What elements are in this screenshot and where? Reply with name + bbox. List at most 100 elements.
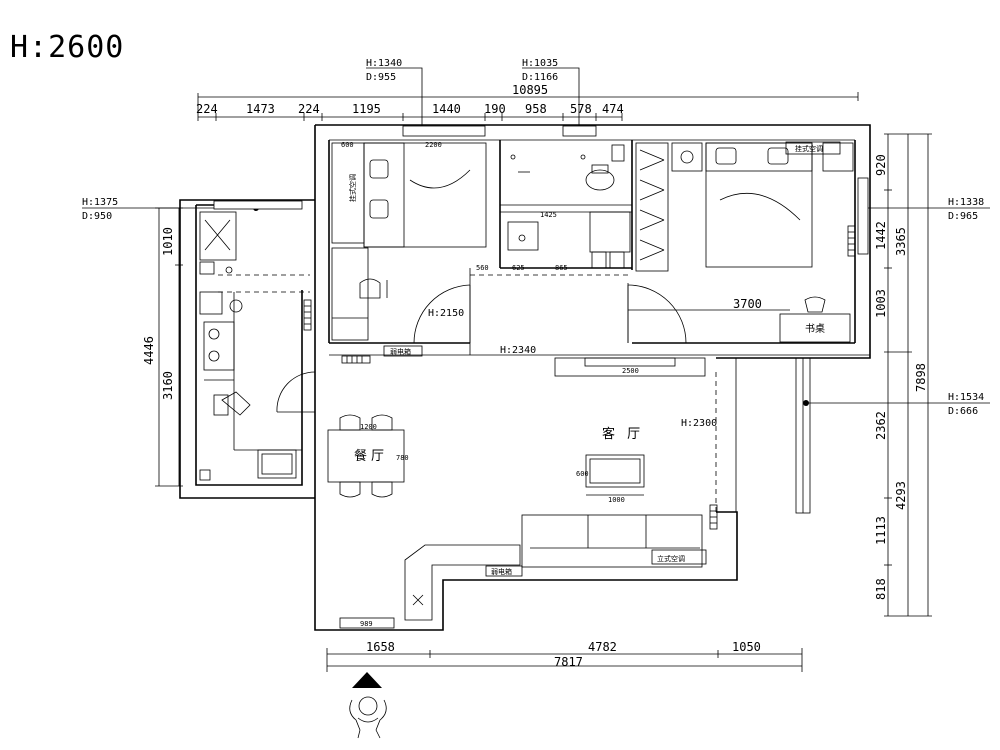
h-corridor-label: H:2340 (500, 345, 536, 356)
chair-icon (359, 278, 381, 299)
left-outer-dim: 4446 (142, 336, 156, 365)
entry-arrow-icon (352, 672, 382, 688)
top-dim-6: 190 (484, 102, 506, 116)
svg-text:H:1338: H:1338 (948, 197, 984, 208)
right-total-dim: 7898 (914, 363, 928, 392)
svg-text:H:1534: H:1534 (948, 392, 984, 403)
media-box-bottom (485, 565, 523, 577)
dining-area (327, 414, 405, 498)
left-dim-1: 1010 (161, 227, 175, 256)
desk-right (779, 313, 851, 343)
living-room (339, 357, 707, 629)
right-lower-dim: 4293 (894, 481, 908, 510)
svg-text:H:1035: H:1035 (522, 58, 558, 69)
doors (276, 284, 687, 413)
dim-600-table-label: 600 (576, 470, 589, 478)
pillow-icon (715, 147, 737, 165)
radiator-kitchen (303, 299, 312, 331)
top-total-dim: 10895 (512, 83, 548, 97)
dim-600-label: 600 (341, 141, 354, 149)
dim-625-label: 625 (512, 264, 525, 272)
svg-text:D:950: D:950 (82, 211, 112, 222)
dim-3700-label: 3700 (733, 297, 762, 311)
radiator-living (709, 504, 718, 530)
top-dim-4: 1195 (352, 102, 381, 116)
media-box-bottom-label: 弱电箱 (491, 567, 512, 576)
ac-unit-living (651, 549, 707, 565)
right-upper-dim: 3365 (894, 227, 908, 256)
top-dim-9: 474 (602, 102, 624, 116)
bottom-dimension-chain (326, 648, 803, 672)
right-dim-4: 2362 (874, 411, 888, 440)
dim-1425-label: 1425 (540, 211, 557, 219)
right-dim-1: 920 (874, 154, 888, 176)
range-hood-icon (221, 391, 251, 416)
tv-cabinet-dim: 2500 (622, 367, 639, 375)
bottom-dim-3: 1050 (732, 640, 761, 654)
top-dim-2: 1473 (246, 102, 275, 116)
desk-left (331, 247, 369, 341)
right-dimension-chain (884, 133, 932, 617)
bottom-total-dim: 7817 (554, 655, 583, 669)
top-dim-3: 224 (298, 102, 320, 116)
svg-text:H:1375: H:1375 (82, 197, 118, 208)
bathroom (500, 144, 632, 269)
dim-1200-label: 1200 (360, 423, 377, 431)
top-dim-5: 1440 (432, 102, 461, 116)
ac-unit-right (785, 141, 841, 155)
page-title: H:2600 (10, 30, 125, 65)
right-bedroom (635, 141, 854, 343)
window-callout-1: H:1340 D:955 (366, 58, 425, 135)
left-dim-2: 3160 (161, 371, 175, 400)
dining-table (327, 429, 405, 483)
dim-865-label: 865 (555, 264, 568, 272)
dim-780-label: 780 (396, 454, 409, 462)
left-bedroom (331, 142, 487, 357)
kitchen (199, 211, 302, 481)
bottom-dim-1: 1658 (366, 640, 395, 654)
chair-icon (804, 296, 826, 313)
right-dim-2: 1442 (874, 221, 888, 250)
pillow-icon (369, 159, 389, 179)
h-living-label: H:2300 (681, 418, 717, 429)
shower-icon (589, 211, 631, 253)
svg-text:D:1166: D:1166 (522, 72, 558, 83)
sofa (521, 514, 703, 568)
dim-989-label: 989 (360, 620, 373, 628)
dim-560-label: 560 (476, 264, 489, 272)
radiator-right (847, 225, 856, 257)
radiator-left (341, 355, 371, 364)
stove-icon (203, 321, 235, 371)
wardrobe-left (331, 142, 365, 244)
dashed-boundaries (218, 274, 717, 512)
balcony (795, 357, 811, 514)
coffee-table (585, 454, 645, 488)
dim-1000-label: 1000 (608, 496, 625, 504)
entry-marker (349, 672, 387, 739)
dim-2200-label: 2200 (425, 141, 442, 149)
toilet-icon (585, 169, 615, 191)
bed-right (705, 142, 813, 268)
ac-living-label: 立式空调 (657, 554, 685, 563)
nightstand-icon (671, 142, 703, 172)
top-dim-1: 224 (196, 102, 218, 116)
h-door-bedroom-label: H:2150 (428, 308, 464, 319)
windows (213, 125, 869, 255)
entry-cabinet (404, 544, 521, 621)
top-dim-7: 958 (525, 102, 547, 116)
person-icon (349, 696, 387, 739)
top-dimension-chain (197, 92, 859, 121)
right-dim-6: 818 (874, 578, 888, 600)
svg-text:D:666: D:666 (948, 406, 978, 417)
bed-left (363, 142, 487, 248)
ac-label-left: 挂式空调 (348, 174, 357, 202)
right-dim-3: 1003 (874, 289, 888, 318)
fridge-icon (199, 211, 237, 261)
svg-text:H:1340: H:1340 (366, 58, 402, 69)
media-box-top (383, 345, 423, 357)
window-callout-5: H:1534 D:666 (803, 392, 990, 417)
wardrobe-right (635, 142, 669, 272)
svg-text:D:955: D:955 (366, 72, 396, 83)
dining-room-label: 餐厅 (354, 448, 388, 464)
